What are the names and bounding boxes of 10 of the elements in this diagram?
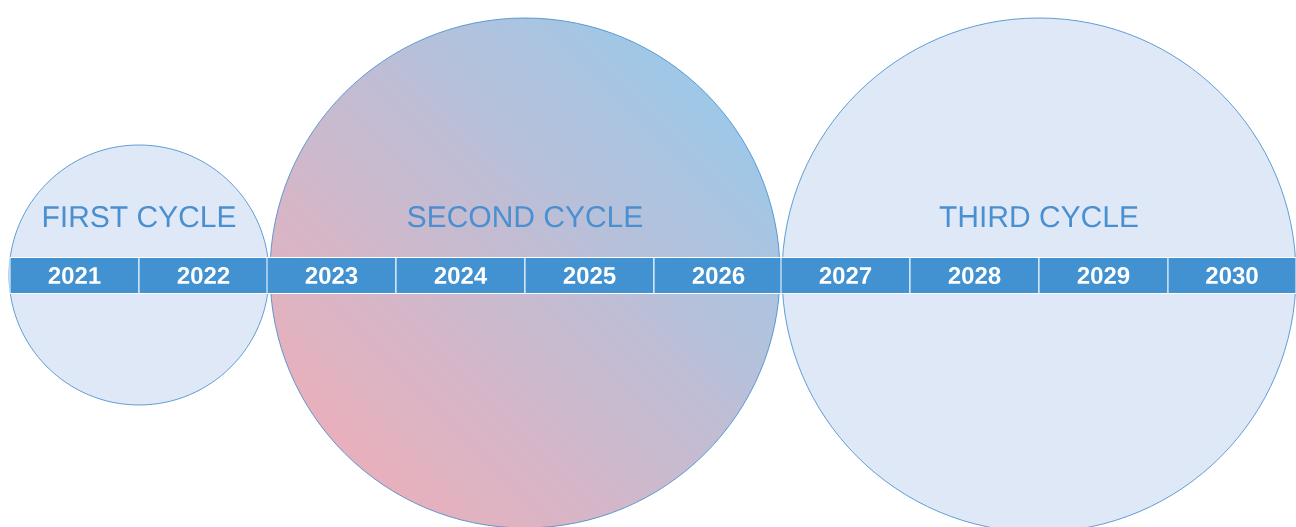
year-cell: 2023: [266, 257, 397, 294]
year-cell: 2022: [138, 257, 269, 294]
year-cell: 2028: [909, 257, 1040, 294]
year-cell: 2030: [1167, 257, 1296, 294]
year-cell: 2026: [653, 257, 784, 294]
year-cell: 2029: [1038, 257, 1169, 294]
year-cell: 2027: [780, 257, 911, 294]
year-cell: 2024: [395, 257, 526, 294]
year-cell: 2021: [9, 257, 140, 294]
year-cell: 2025: [524, 257, 655, 294]
